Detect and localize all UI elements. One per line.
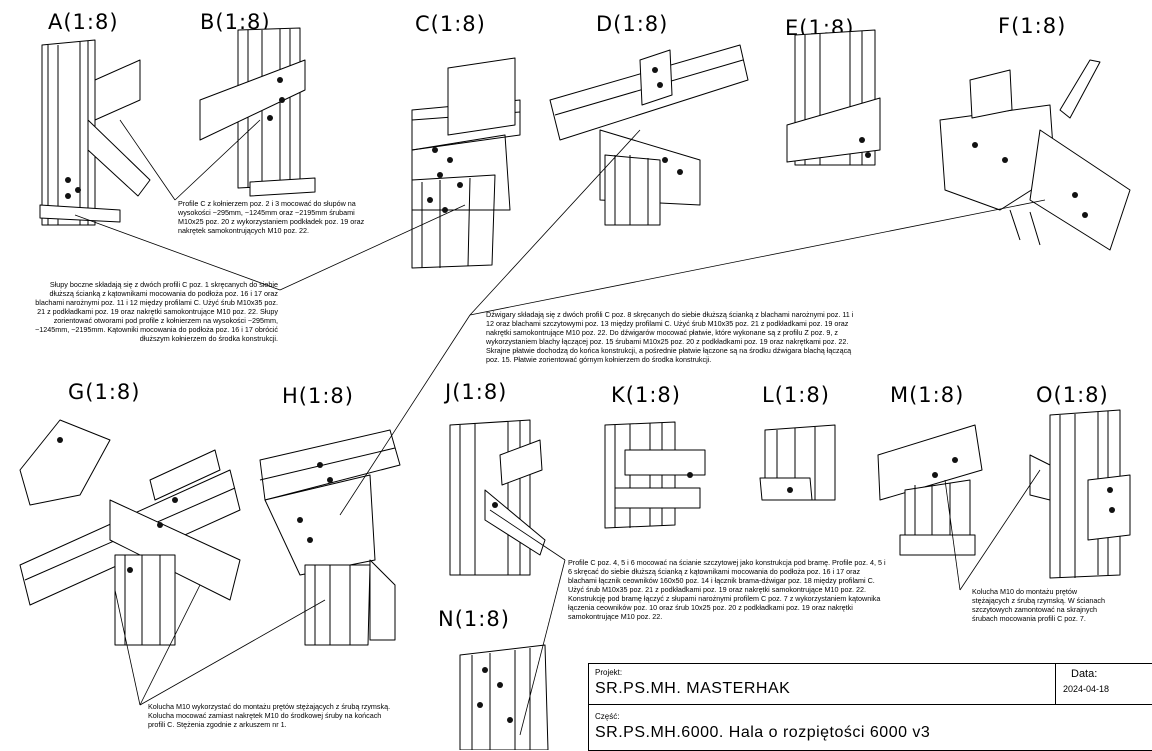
detail-title-d: D(1:8): [596, 12, 669, 36]
detail-title-l: L(1:8): [762, 383, 830, 407]
projekt-label: Projekt:: [595, 668, 623, 677]
czesc-value: SR.PS.MH.6000. Hala o rozpiętości 6000 v…: [595, 724, 931, 741]
detail-title-m: M(1:8): [890, 383, 965, 407]
detail-h-view: [259, 429, 401, 646]
detail-d-view: [549, 44, 749, 226]
note-kolucha-g: Kolucha M10 wykorzystać do montażu prętó…: [148, 702, 391, 729]
detail-title-o: O(1:8): [1036, 383, 1109, 407]
detail-f-view: [939, 59, 1131, 251]
czesc-label: Część:: [595, 712, 620, 721]
note-sciana: Profile C poz. 4, 5 i 6 mocować na ścian…: [568, 558, 886, 621]
note-slupy: Słupy boczne składają się z dwóch profil…: [35, 280, 278, 343]
detail-title-g: G(1:8): [68, 380, 141, 404]
detail-title-f: F(1:8): [998, 14, 1067, 38]
detail-l-view: [759, 424, 836, 501]
detail-c-view: [411, 57, 521, 269]
detail-title-k: K(1:8): [611, 383, 681, 407]
projekt-value: SR.PS.MH. MASTERHAK: [595, 680, 791, 697]
note-leaders: [74, 119, 1046, 736]
data-label: Data:: [1071, 668, 1098, 680]
detail-g-view: [19, 419, 241, 646]
detail-title-n: N(1:8): [438, 607, 510, 631]
detail-title-c: C(1:8): [415, 12, 486, 36]
detail-title-a: A(1:8): [48, 10, 119, 34]
detail-a-view: [39, 39, 151, 226]
note-kolucha-o: Kolucha M10 do montażu prętów stężającyc…: [972, 587, 1106, 623]
bolt-markers: [57, 67, 1115, 723]
data-value: 2024-04-18: [1063, 684, 1110, 694]
detail-m-view: [877, 424, 983, 556]
detail-b-view: [199, 27, 316, 197]
detail-n-view: [459, 644, 549, 750]
detail-e-view: [786, 29, 881, 166]
detail-title-h: H(1:8): [282, 384, 354, 408]
note-profile-c: Profile C z kołnierzem poz. 2 i 3 mocowa…: [178, 199, 365, 235]
detail-title-j: J(1:8): [445, 380, 508, 404]
note-dzwigary: Dźwigary składają się z dwóch profili C …: [486, 310, 854, 364]
detail-k-view: [604, 421, 706, 529]
detail-o-view: [1029, 409, 1131, 579]
title-block: Projekt: SR.PS.MH. MASTERHAK Data: 2024-…: [588, 663, 1152, 751]
detail-j-view: [449, 419, 546, 576]
